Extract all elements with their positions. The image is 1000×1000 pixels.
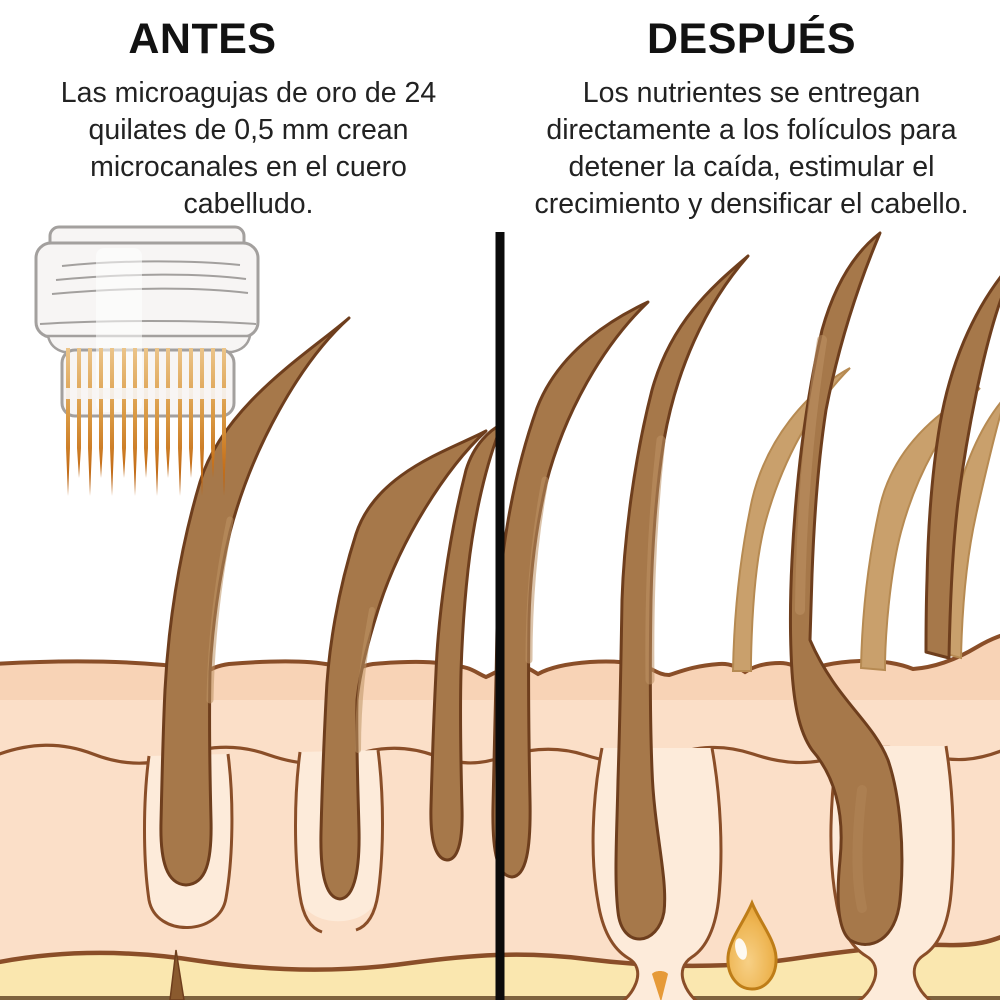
hair-highlights-before — [206, 516, 375, 753]
hair-highlight — [355, 607, 375, 753]
after-description-line: Los nutrientes se entregan — [582, 77, 921, 109]
hair-strand-light — [731, 367, 851, 672]
after-title: DESPUÉS — [646, 15, 856, 63]
device-shine — [96, 248, 142, 412]
hair-highlight — [206, 516, 234, 704]
device-band-lines — [39, 260, 257, 325]
serum-drop-body — [726, 899, 778, 991]
device-needle-plate — [64, 388, 232, 399]
after-description-line: crecimiento y densificar el cabello. — [534, 188, 969, 220]
follicle-pocket-outline — [355, 749, 384, 932]
device-line — [39, 320, 257, 325]
epidermis-layer — [0, 635, 1000, 700]
after-panel: DESPUÉS Los nutrientes se entregan direc… — [503, 0, 1000, 223]
follicle-pocket-deep-outline — [829, 745, 955, 1000]
hair-strand — [789, 231, 904, 946]
device-line — [61, 260, 241, 267]
serum-drop — [726, 899, 778, 991]
hair-highlight — [795, 335, 827, 615]
follicle-pocket-outline — [294, 751, 323, 934]
device-line — [55, 273, 247, 281]
hair-highlight — [852, 785, 867, 913]
before-description-line: cabelludo. — [183, 188, 314, 220]
hair-highlight — [525, 476, 549, 664]
before-title: ANTES — [128, 15, 277, 63]
before-description: Las microagujas de oro de 24 quilates de… — [0, 75, 497, 223]
after-description-line: directamente a los folículos para — [546, 114, 957, 146]
hair-highlight — [645, 435, 666, 685]
before-panel: ANTES Las microagujas de oro de 24 quila… — [0, 0, 497, 223]
microneedle-device — [34, 225, 260, 496]
hair-strand-light — [859, 387, 981, 672]
new-hair-spike — [169, 949, 185, 1000]
follicle-pocket-outline — [143, 753, 234, 929]
device-line — [51, 287, 249, 295]
hair-strand — [924, 275, 1000, 660]
before-description-line: quilates de 0,5 mm crean — [88, 114, 409, 146]
before-description-line: microcanales en el cuero — [90, 151, 407, 183]
hair-strand — [429, 422, 504, 862]
divider-line — [495, 232, 505, 1000]
device-needles — [66, 348, 226, 496]
new-hair-sprout-gold — [652, 971, 668, 1000]
after-description-line: detener la caída, estimular el — [568, 151, 935, 183]
follicle-pocket-deep-outline — [591, 747, 723, 1000]
hair-strand — [319, 429, 488, 901]
after-description: Los nutrientes se entregan directamente … — [503, 75, 1000, 223]
serum-drop-highlight — [735, 938, 747, 960]
hairs-after — [491, 231, 1000, 946]
before-description-line: Las microagujas de oro de 24 — [60, 77, 437, 109]
hair-highlights-after — [525, 335, 867, 913]
hairs-before — [159, 316, 504, 901]
hairs-after-light — [731, 367, 1000, 672]
